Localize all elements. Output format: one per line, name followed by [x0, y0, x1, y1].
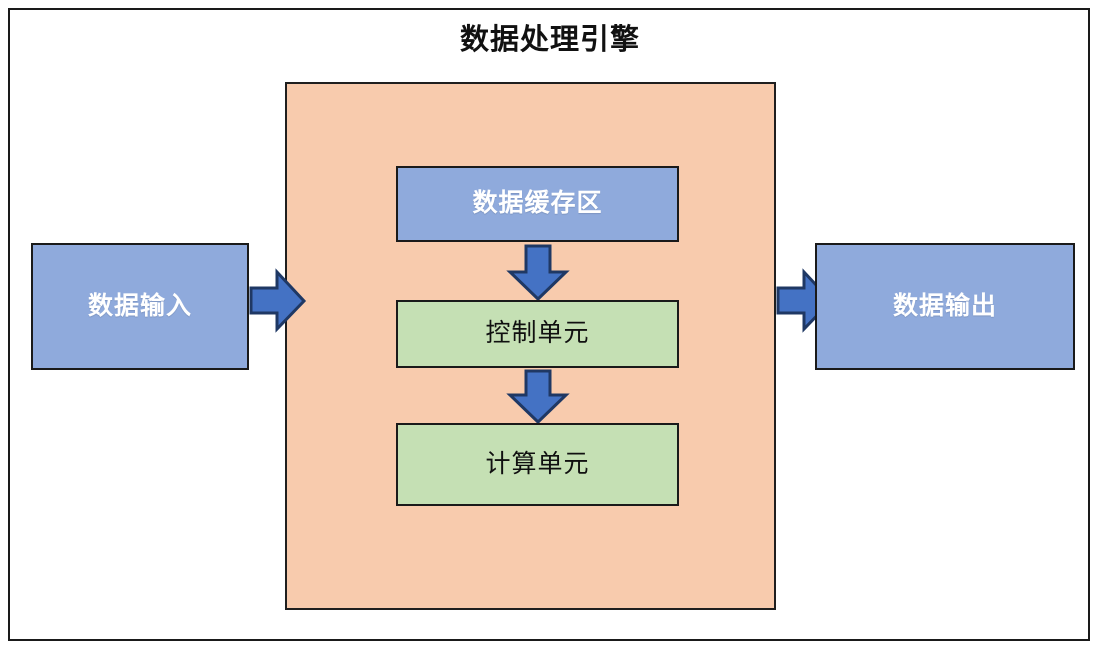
arrow-down-buffer-to-control-icon	[504, 244, 572, 302]
arrow-down-control-to-compute-icon	[504, 369, 572, 425]
page-title: 数据处理引擎	[459, 24, 640, 56]
node-data-input[interactable]: 数据输入	[31, 243, 249, 370]
node-data-output[interactable]: 数据输出	[815, 243, 1075, 370]
node-data-output-label: 数据输出	[892, 291, 997, 320]
arrow-right-input-to-engine-icon	[249, 267, 307, 335]
node-data-buffer[interactable]: 数据缓存区	[396, 166, 679, 242]
node-data-input-label: 数据输入	[87, 291, 192, 320]
node-control-unit-label: 控制单元	[485, 319, 590, 348]
node-data-buffer-label: 数据缓存区	[472, 189, 603, 218]
node-compute-unit-label: 计算单元	[485, 449, 590, 478]
node-compute-unit[interactable]: 计算单元	[396, 423, 679, 506]
node-control-unit[interactable]: 控制单元	[396, 300, 679, 368]
